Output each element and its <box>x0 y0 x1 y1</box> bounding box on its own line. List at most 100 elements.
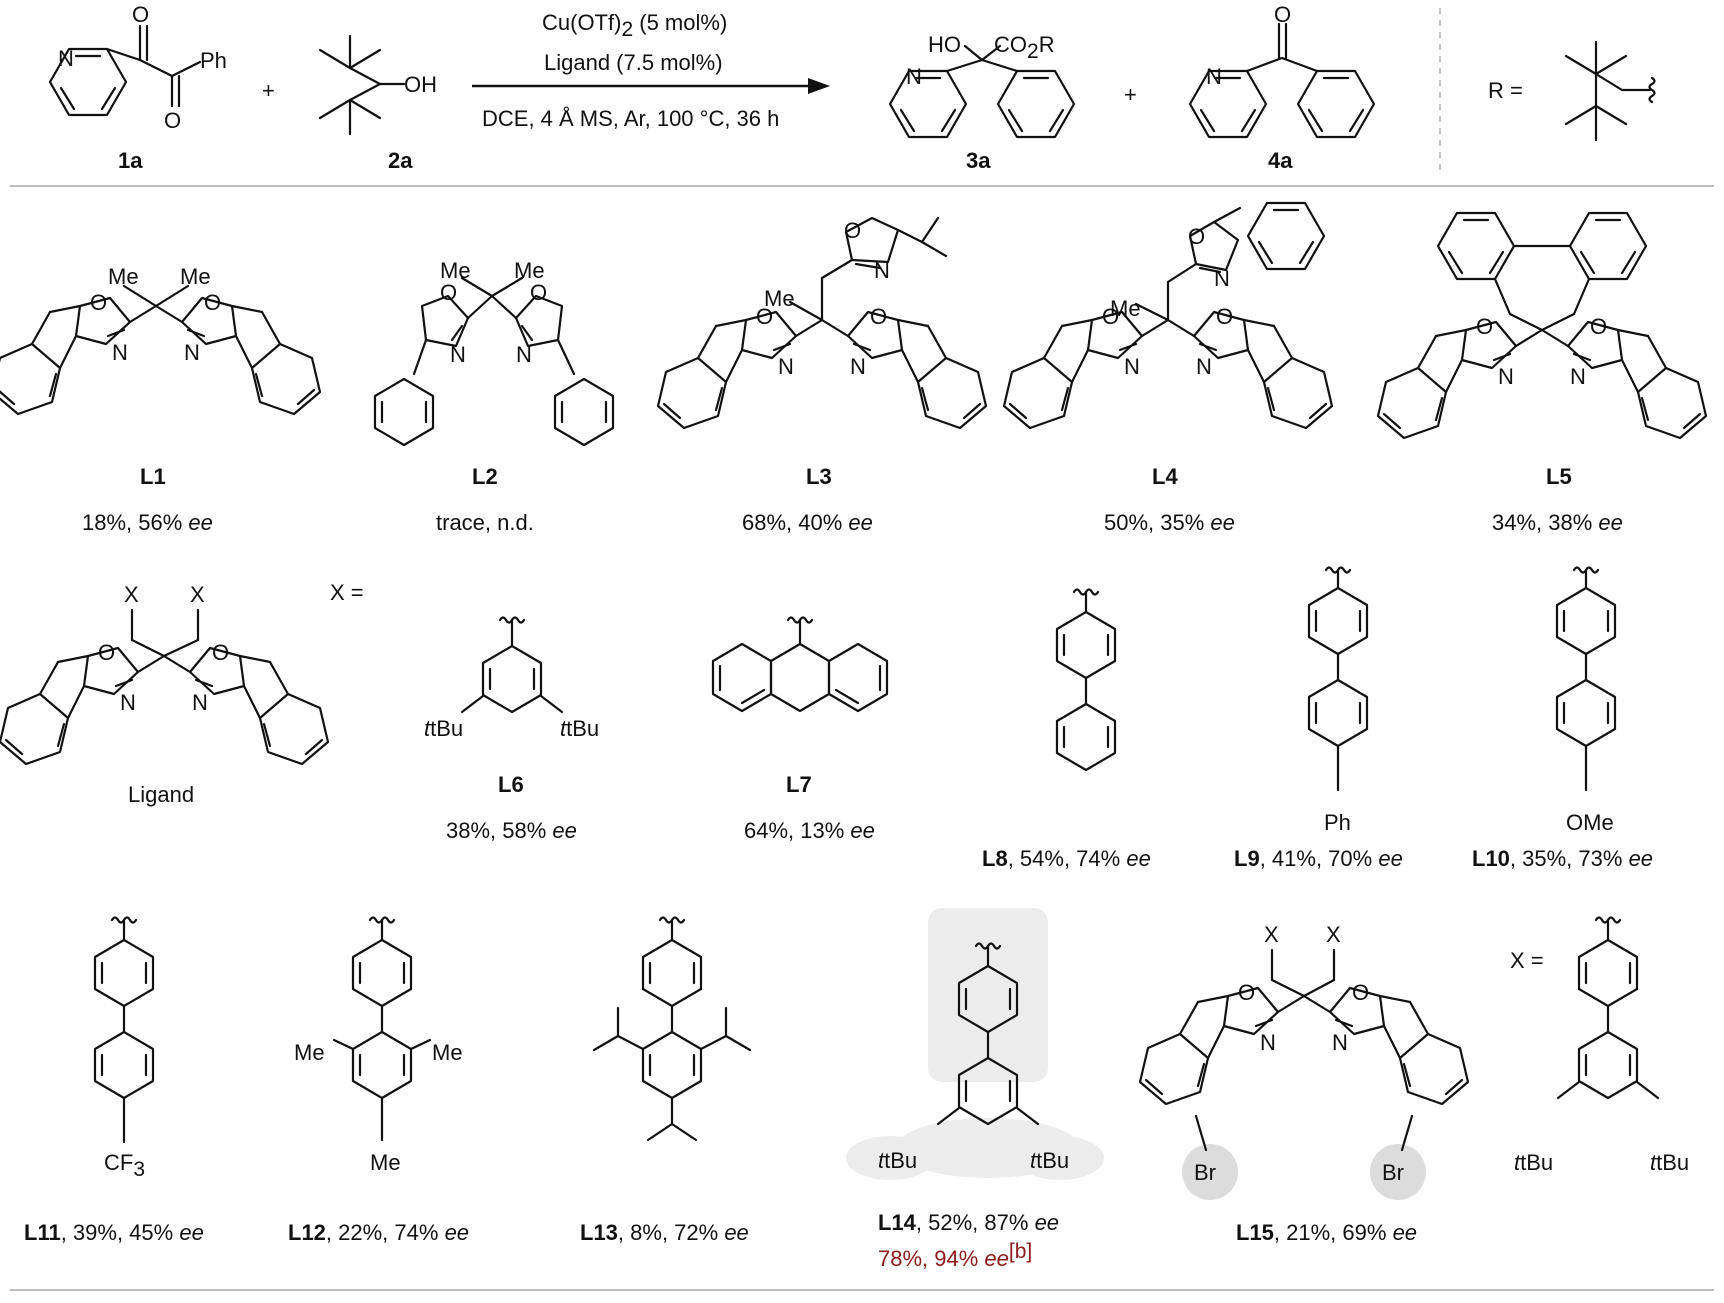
atom-o: O <box>530 280 547 305</box>
atom-n: N <box>450 342 466 367</box>
me-label: Me <box>108 264 139 289</box>
conditions-line2: Ligand (7.5 mol%) <box>544 50 723 75</box>
atom-oh: OH <box>404 72 437 97</box>
label-4a: 4a <box>1268 148 1293 173</box>
ligand-L5: O O N N L5 34%, 38% ee <box>1376 211 1706 535</box>
compound-4a: N O 4a <box>1188 2 1376 173</box>
atom-n: N <box>1498 364 1514 389</box>
atom-n: N <box>874 258 890 283</box>
br-highlight <box>1370 1144 1426 1200</box>
ligand-result: L12, 22%, 74% ee <box>288 1220 469 1245</box>
ligand-result-optimized: 78%, 94% ee[b] <box>878 1240 1032 1271</box>
me-label: Me <box>440 258 471 283</box>
br-highlight <box>1182 1144 1238 1200</box>
atom-n: N <box>192 690 208 715</box>
ligand-id: L2 <box>472 464 498 489</box>
ligand-L2: Me Me O O N N L2 trace, n.d. <box>373 258 615 535</box>
conditions-line3: DCE, 4 Å MS, Ar, 100 °C, 36 h <box>482 106 779 131</box>
x-label: X <box>190 582 205 607</box>
ligand-result: L8, 54%, 74% ee <box>982 846 1151 871</box>
ligand-result: 68%, 40% ee <box>742 510 873 535</box>
ligand-L8: L8, 54%, 74% ee <box>982 588 1151 871</box>
ligand-result: L9, 41%, 70% ee <box>1234 846 1403 871</box>
atom-n: N <box>850 354 866 379</box>
ligand-result: 50%, 35% ee <box>1104 510 1235 535</box>
atom-o: O <box>1274 2 1291 27</box>
atom-o: O <box>212 640 229 665</box>
ligand-id: L4 <box>1152 464 1178 489</box>
atom-o: O <box>844 218 861 243</box>
atom-n: N <box>778 354 794 379</box>
ligand-result: 18%, 56% ee <box>82 510 213 535</box>
ligand-result: 38%, 58% ee <box>446 818 577 843</box>
cf3-label: CF3 <box>104 1150 145 1181</box>
me-label: Me <box>180 264 211 289</box>
ligand-id: L6 <box>498 772 524 797</box>
ligand-L11: CF3 L11, 39%, 45% ee <box>24 916 204 1245</box>
highlight-box <box>928 908 1048 1082</box>
atom-n: N <box>184 340 200 365</box>
br-label: Br <box>1382 1160 1404 1185</box>
br-label: Br <box>1194 1160 1216 1185</box>
compound-1a: N O O Ph 1a <box>48 2 227 173</box>
x-label: X <box>1264 922 1279 947</box>
x-label: X <box>124 582 139 607</box>
atom-o: O <box>1102 304 1119 329</box>
atom-n: N <box>58 46 74 71</box>
atom-ph: Ph <box>200 48 227 73</box>
atom-ho: HO <box>928 32 961 57</box>
x-equals-label: X = <box>330 580 364 605</box>
atom-n: N <box>1332 1030 1348 1055</box>
atom-o: O <box>90 290 107 315</box>
atom-o: O <box>132 2 149 27</box>
me-label: Me <box>370 1150 401 1175</box>
tbu-label: ttBu <box>1030 1148 1069 1173</box>
tbu-label: ttBu <box>1514 1150 1553 1175</box>
ome-label: OMe <box>1566 810 1614 835</box>
atom-o: O <box>1352 980 1369 1005</box>
tbu-label: ttBu <box>1650 1150 1689 1175</box>
conditions-line1: Cu(OTf)2 (5 mol%) <box>542 10 727 41</box>
ligand-L14: ttBu ttBu L14, 52%, 87% ee 78%, 94% ee[b… <box>846 908 1104 1271</box>
atom-o: O <box>1188 224 1205 249</box>
ligand-L6: ttBu ttBu L6 38%, 58% ee <box>424 616 599 843</box>
me-label: Me <box>514 258 545 283</box>
tbu-label: ttBu <box>424 716 463 741</box>
ligand-id: L7 <box>786 772 812 797</box>
atom-o: O <box>98 640 115 665</box>
compound-2a: OH 2a <box>318 34 437 173</box>
atom-n: N <box>1260 1030 1276 1055</box>
atom-co2r: CO2R <box>994 32 1055 63</box>
ligand-L3: Me O N O O N N L3 68%, 40% ee <box>656 216 986 535</box>
atom-n: N <box>516 342 532 367</box>
ligand-result: L15, 21%, 69% ee <box>1236 1220 1417 1245</box>
atom-o: O <box>1476 314 1493 339</box>
tbu-label: ttBu <box>560 716 599 741</box>
ligand-L7: L7 64%, 13% ee <box>711 616 889 843</box>
tbu-label: ttBu <box>878 1148 917 1173</box>
atom-o: O <box>1590 314 1607 339</box>
ph-label: Ph <box>1324 810 1351 835</box>
ligand-result: trace, n.d. <box>436 510 534 535</box>
atom-o: O <box>1216 304 1233 329</box>
ligand-result: L13, 8%, 72% ee <box>580 1220 749 1245</box>
ligand-result: L14, 52%, 87% ee <box>878 1210 1059 1235</box>
compound-3a: N HO CO2R 3a <box>888 32 1076 173</box>
atom-o: O <box>440 280 457 305</box>
atom-n: N <box>112 340 128 365</box>
label-3a: 3a <box>966 148 991 173</box>
ligand-result: L11, 39%, 45% ee <box>24 1220 204 1245</box>
ligand-general-structure: X X O O N N Ligand <box>0 582 328 807</box>
atom-n: N <box>1196 354 1212 379</box>
atom-n: N <box>1124 354 1140 379</box>
ligand-caption: Ligand <box>128 782 194 807</box>
atom-o: O <box>870 304 887 329</box>
ligand-L4: Me O N O O N N L4 50%, 35% ee <box>1002 201 1332 535</box>
ligand-L12: Me Me Me L12, 22%, 74% ee <box>288 916 469 1245</box>
ligand-result: L10, 35%, 73% ee <box>1472 846 1653 871</box>
ligand-L13: L13, 8%, 72% ee <box>580 916 752 1245</box>
me-label: Me <box>764 286 795 311</box>
r-group-definition: R = <box>1488 40 1656 142</box>
label-1a: 1a <box>118 148 143 173</box>
